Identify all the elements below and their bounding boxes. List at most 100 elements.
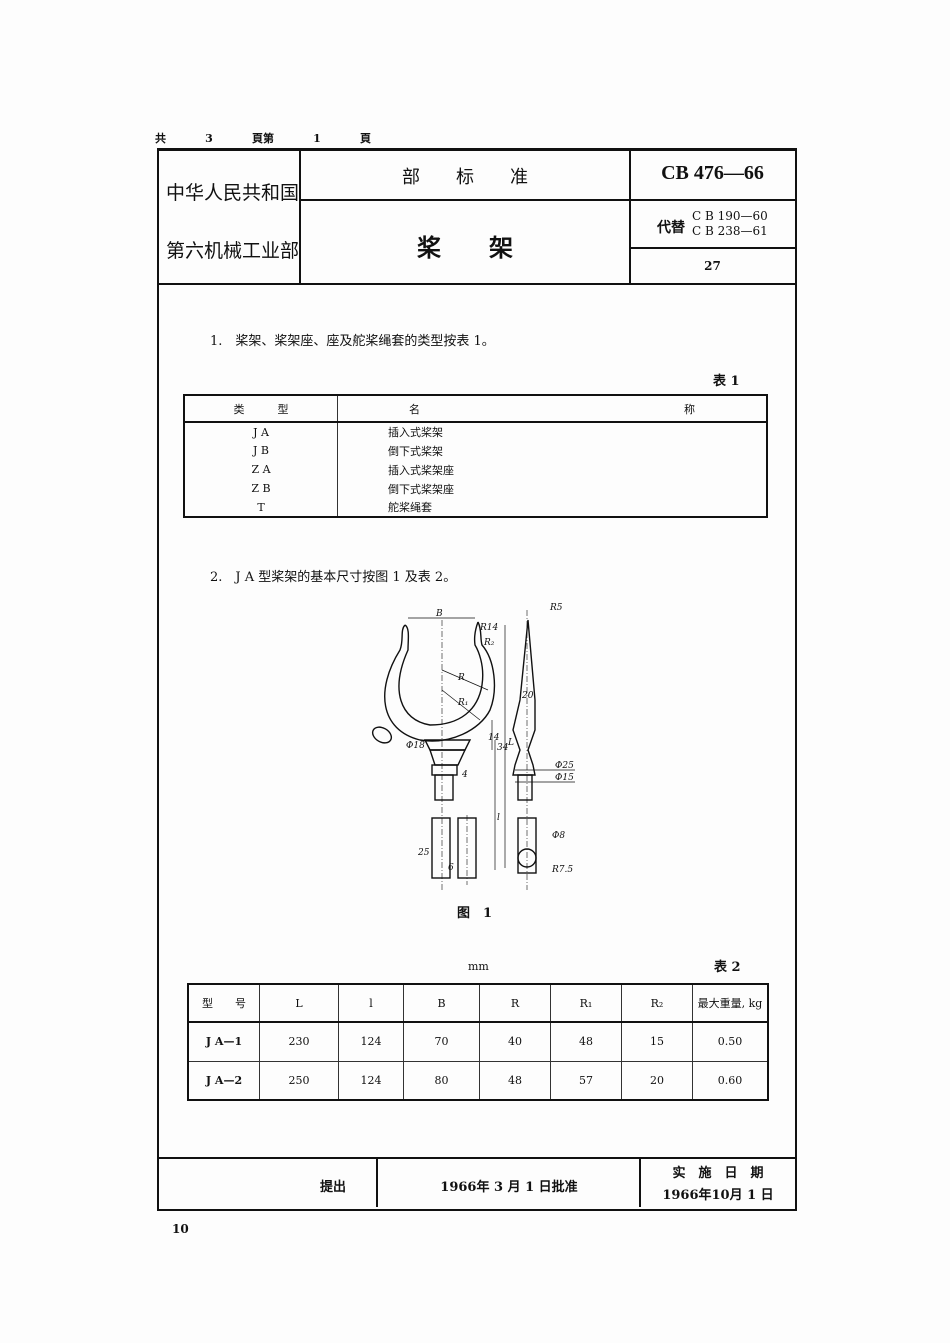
column-header: R₂ <box>621 983 693 1023</box>
table-row: Z B 倒下式桨架座 <box>184 479 767 498</box>
label-34: 34 <box>497 743 509 753</box>
type-name: 插入式桨架 <box>388 426 443 439</box>
label-14: 14 <box>488 733 500 743</box>
approval-date: 1966年 3 月 1 日批准 <box>440 1180 578 1195</box>
replaces-list: C B 190—60 C B 238—61 <box>692 209 768 239</box>
column-header: 最大重量, kg <box>692 983 769 1023</box>
replaced-standard: C B 238—61 <box>692 224 768 238</box>
country-name: 中华人民共和国 <box>166 182 300 204</box>
section-2-text: 2. J A 型桨架的基本尺寸按图 1 及表 2。 <box>210 570 457 585</box>
table-row: J A 插入式桨架 <box>184 422 767 441</box>
type-code: T <box>184 498 338 517</box>
standard-code: CB 476—66 <box>661 162 764 184</box>
table-1-header: 名 称 <box>337 394 768 423</box>
table-cell: 15 <box>621 1021 693 1062</box>
label-phi25: Φ25 <box>555 761 574 771</box>
table-1-label: 表 1 <box>713 374 740 389</box>
table-2-label: 表 2 <box>714 960 741 975</box>
label-R1: R₁ <box>457 698 468 708</box>
figure-1-drawing: B R14 R₂ R R₁ Φ18 14 34 4 L l 25 6 R5 20… <box>371 603 575 890</box>
type-name: 插入式桨架座 <box>388 463 454 477</box>
table-row: T 舵桨绳套 <box>184 498 767 517</box>
label-R14: R14 <box>479 623 499 633</box>
divider <box>376 1157 378 1207</box>
label-4: 4 <box>461 770 468 780</box>
total-pages: 3 <box>205 132 213 145</box>
table-row: Z A 插入式桨架座 <box>184 460 767 479</box>
label-6: 6 <box>448 863 454 873</box>
page-label: 頁第 <box>251 132 274 145</box>
replaced-standard: C B 190—60 <box>692 209 768 223</box>
standard-type: 部 标 准 <box>402 167 528 188</box>
effective-date: 1966年10月 1 日 <box>662 1188 774 1203</box>
divider <box>299 148 301 284</box>
column-header: R₁ <box>550 983 622 1023</box>
page-number: 10 <box>172 1222 189 1236</box>
current-page: 1 <box>313 132 321 145</box>
label-25: 25 <box>417 848 430 858</box>
table-cell: 230 <box>259 1021 339 1062</box>
table-cell: 250 <box>259 1060 339 1101</box>
label-R2: R₂ <box>483 638 495 648</box>
table-cell: 124 <box>338 1060 404 1101</box>
column-header: R <box>479 983 551 1023</box>
type-name: 倒下式桨架 <box>388 444 443 458</box>
page-frame <box>157 148 797 1211</box>
figure-caption: 图 1 <box>457 906 493 921</box>
type-code: Z B <box>184 479 338 498</box>
divider <box>639 1157 641 1207</box>
standard-number: 27 <box>704 259 721 273</box>
divider <box>630 247 797 249</box>
section-1-text: 1. 桨架、桨架座、座及舵桨绳套的类型按表 1。 <box>210 334 495 349</box>
label-phi8: Φ8 <box>552 831 565 841</box>
label-R: R <box>457 673 465 683</box>
label-phi15: Φ15 <box>555 773 574 783</box>
label-B: B <box>435 609 443 619</box>
column-header: l <box>338 983 404 1023</box>
label-phi18: Φ18 <box>406 741 425 751</box>
table-cell: 40 <box>479 1021 551 1062</box>
divider <box>157 283 797 285</box>
label-R7.5: R7.5 <box>551 865 573 875</box>
type-name: 舵桨绳套 <box>388 501 432 514</box>
table-cell: 80 <box>403 1060 480 1101</box>
table-cell: 0.60 <box>692 1060 769 1101</box>
table-1: 类 型 名 称 J A 插入式桨架 J B 倒下式桨架 Z A 插入式桨架座 Z B 倒下式桨… <box>183 394 768 518</box>
page-suffix: 頁 <box>359 132 371 145</box>
replaces-label: 代替 <box>657 220 685 236</box>
table-cell: 48 <box>550 1021 622 1062</box>
type-name: 倒下式桨架座 <box>388 482 454 496</box>
type-code: J A <box>184 422 338 441</box>
ministry-name: 第六机械工业部 <box>166 240 300 262</box>
divider <box>300 199 797 201</box>
label-L: L <box>507 738 514 748</box>
table-cell: 48 <box>479 1060 551 1101</box>
table-cell: 57 <box>550 1060 622 1101</box>
effective-date-label: 实 施 日 期 <box>672 1166 764 1181</box>
label-l: l <box>497 813 500 823</box>
document-title: 桨 架 <box>417 233 513 262</box>
table-cell: 70 <box>403 1021 480 1062</box>
column-header: B <box>403 983 480 1023</box>
proposed-label: 提出 <box>320 1180 347 1195</box>
table-1-header: 类 型 <box>183 394 338 423</box>
table-cell: 124 <box>338 1021 404 1062</box>
label-20: 20 <box>521 691 534 701</box>
table-cell: J A—1 <box>187 1021 260 1062</box>
type-code: Z A <box>184 460 338 479</box>
label-R5: R5 <box>549 603 563 613</box>
column-header: 型 号 <box>187 983 260 1023</box>
divider <box>629 148 631 284</box>
divider <box>157 1157 797 1159</box>
type-code: J B <box>184 441 338 460</box>
column-header: L <box>259 983 339 1023</box>
table-cell: 20 <box>621 1060 693 1101</box>
table-cell: 0.50 <box>692 1021 769 1062</box>
page-counter: 共 3 頁第 1 頁 <box>155 130 371 146</box>
unit-label: mm <box>468 960 489 973</box>
